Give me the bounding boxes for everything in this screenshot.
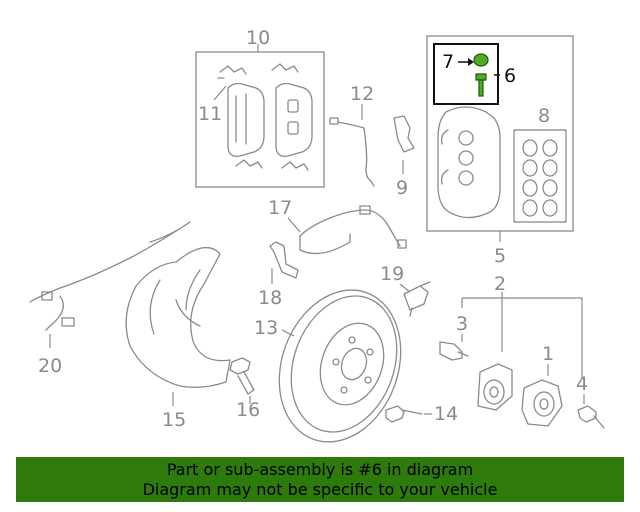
hub-group: 2 3 1 4 bbox=[439, 273, 605, 429]
banner-line-1: Part or sub-assembly is #6 in diagram bbox=[166, 460, 474, 479]
callout-16[interactable]: 16 bbox=[236, 399, 260, 421]
callout-10[interactable]: 10 bbox=[246, 27, 270, 49]
hub-bolt[interactable] bbox=[577, 405, 605, 429]
callout-6[interactable]: 6 bbox=[504, 65, 516, 87]
callout-12[interactable]: 12 bbox=[350, 83, 374, 105]
hose-bracket[interactable] bbox=[269, 241, 299, 279]
callout-5[interactable]: 5 bbox=[494, 245, 506, 267]
callout-20[interactable]: 20 bbox=[38, 355, 62, 377]
pad-clip-top-left[interactable] bbox=[217, 65, 247, 79]
pad-clip-top-right[interactable] bbox=[271, 63, 299, 73]
bolt-cap-highlighted[interactable] bbox=[473, 53, 489, 67]
highlight-box bbox=[433, 43, 499, 105]
callout-1[interactable]: 1 bbox=[542, 343, 554, 365]
shield-bolt[interactable] bbox=[229, 357, 255, 395]
brake-rotor[interactable] bbox=[259, 273, 421, 455]
callout-9[interactable]: 9 bbox=[396, 177, 408, 199]
wear-sensor-group: 12 bbox=[329, 83, 375, 187]
brake-hose[interactable] bbox=[299, 209, 401, 247]
callout-3[interactable]: 3 bbox=[456, 313, 468, 335]
brake-caliper[interactable] bbox=[437, 106, 501, 219]
info-banner: Part or sub-assembly is #6 in diagram Di… bbox=[16, 457, 624, 502]
wheel-stud[interactable] bbox=[439, 341, 469, 361]
shield-bolt-group: 16 bbox=[229, 357, 260, 421]
callout-8[interactable]: 8 bbox=[538, 105, 550, 127]
abs-sensor-wire[interactable] bbox=[29, 221, 191, 303]
pad-clip-bottom-left[interactable] bbox=[235, 159, 263, 169]
callout-14[interactable]: 14 bbox=[434, 403, 458, 425]
callout-4[interactable]: 4 bbox=[576, 373, 588, 395]
wheel-hub[interactable] bbox=[521, 379, 563, 427]
abs-sensor-group: 20 bbox=[29, 221, 191, 377]
rotor-group: 13 bbox=[254, 273, 421, 455]
caliper-group: 5 7 6 8 bbox=[426, 35, 574, 267]
callout-17[interactable]: 17 bbox=[268, 197, 292, 219]
wheel-bearing-hub[interactable] bbox=[477, 363, 513, 411]
brake-hose-group: 17 bbox=[268, 197, 407, 255]
seal-kit-box bbox=[513, 129, 567, 223]
brake-line-fitting[interactable] bbox=[403, 281, 431, 317]
wear-sensor-connector[interactable] bbox=[329, 117, 339, 125]
callout-13[interactable]: 13 bbox=[254, 317, 278, 339]
callout-7[interactable]: 7 bbox=[442, 51, 454, 73]
parts-diagram: 10 11 12 9 5 7 bbox=[29, 27, 605, 455]
fitting-group: 19 bbox=[380, 263, 431, 317]
callout-15[interactable]: 15 bbox=[162, 409, 186, 431]
clip-group: 9 bbox=[393, 115, 415, 199]
brake-pad-left[interactable] bbox=[227, 82, 265, 157]
rotor-bolt-group: 14 bbox=[385, 403, 458, 425]
caliper-bolt-shank-highlighted[interactable] bbox=[478, 79, 484, 97]
brake-pad-group: 10 11 bbox=[195, 27, 325, 188]
callout-19[interactable]: 19 bbox=[380, 263, 404, 285]
banner-line-2: Diagram may not be specific to your vehi… bbox=[142, 480, 498, 499]
brake-pad-right[interactable] bbox=[275, 82, 313, 157]
hose-bracket-group: 18 bbox=[258, 241, 299, 309]
splash-shield-group: 15 bbox=[125, 246, 231, 431]
caliper-bolt-head-highlighted[interactable] bbox=[475, 73, 487, 81]
splash-shield[interactable] bbox=[125, 246, 231, 388]
wear-sensor-wire[interactable] bbox=[337, 121, 375, 187]
callout-18[interactable]: 18 bbox=[258, 287, 282, 309]
pad-clip-bottom-right[interactable] bbox=[281, 161, 309, 171]
piston-seals[interactable] bbox=[522, 139, 558, 217]
callout-11[interactable]: 11 bbox=[198, 103, 222, 125]
rotor-bolt[interactable] bbox=[385, 405, 423, 423]
anti-rattle-clip[interactable] bbox=[393, 115, 415, 153]
pad-kit-box bbox=[195, 51, 325, 188]
callout-2[interactable]: 2 bbox=[494, 273, 506, 295]
